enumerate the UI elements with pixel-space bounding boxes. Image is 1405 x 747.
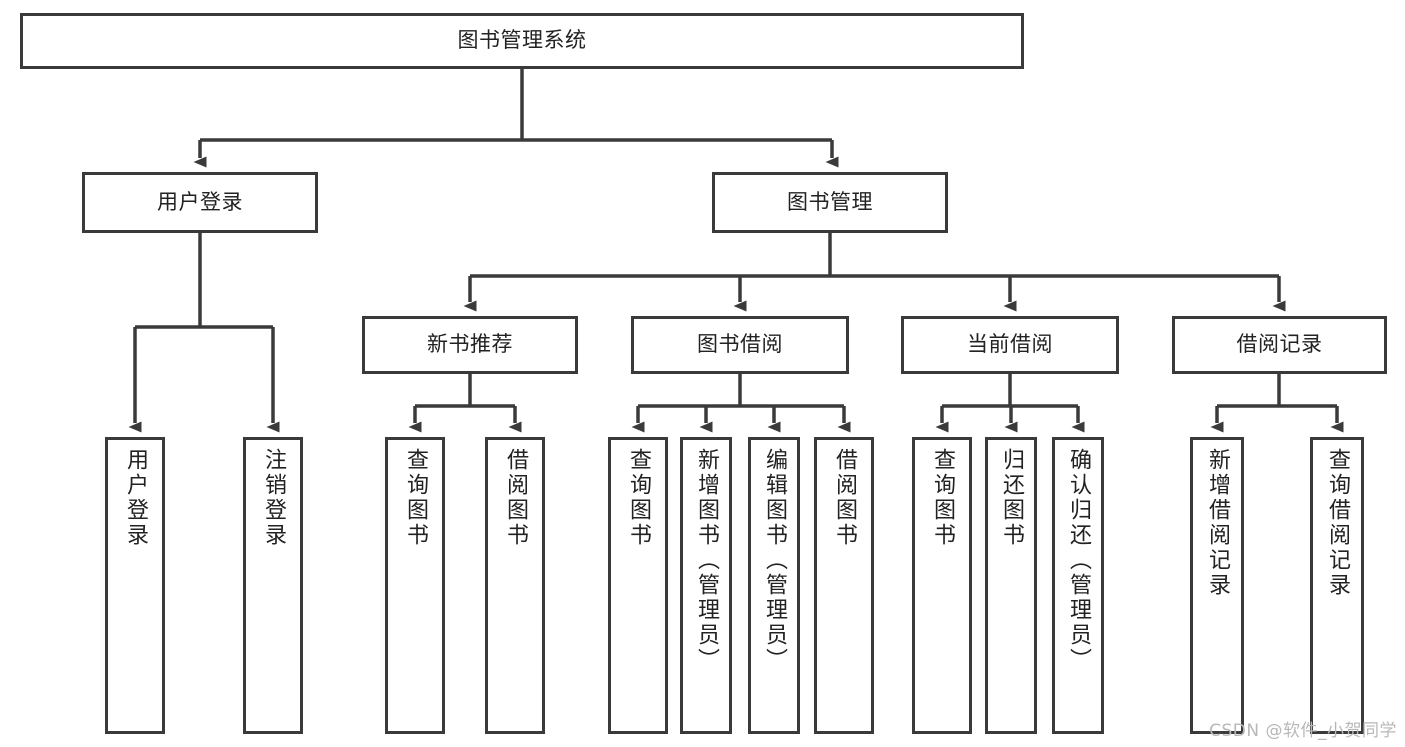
node-leaf-query-book-3-label: 查询图书 — [930, 448, 955, 548]
node-leaf-query-book-1-label: 查询图书 — [403, 448, 428, 548]
node-leaf-add-record-label: 新增借阅记录 — [1205, 448, 1230, 598]
node-leaf-borrow-book-1[interactable]: 借阅图书 — [485, 437, 545, 734]
node-root-label: 图书管理系统 — [457, 28, 587, 53]
node-book-manage-label: 图书管理 — [787, 189, 873, 214]
node-leaf-query-record[interactable]: 查询借阅记录 — [1310, 437, 1364, 734]
node-leaf-user-login-label: 用户登录 — [123, 448, 148, 548]
node-leaf-confirm-return[interactable]: 确认归还（管理员） — [1052, 437, 1104, 734]
node-current-borrow[interactable]: 当前借阅 — [901, 316, 1119, 374]
node-leaf-confirm-return-label: 确认归还（管理员） — [1066, 448, 1091, 673]
node-user-login[interactable]: 用户登录 — [82, 172, 318, 233]
node-leaf-borrow-book-2[interactable]: 借阅图书 — [814, 437, 874, 734]
node-user-login-label: 用户登录 — [157, 189, 243, 214]
node-borrow-record[interactable]: 借阅记录 — [1172, 316, 1387, 374]
node-leaf-borrow-book-1-label: 借阅图书 — [503, 448, 528, 548]
node-leaf-return-book-label: 归还图书 — [999, 448, 1024, 548]
node-leaf-query-book-2-label: 查询图书 — [626, 448, 651, 548]
node-leaf-add-book[interactable]: 新增图书（管理员） — [680, 437, 732, 734]
node-leaf-query-book-1[interactable]: 查询图书 — [385, 437, 445, 734]
node-leaf-user-login[interactable]: 用户登录 — [105, 437, 165, 734]
node-leaf-borrow-book-2-label: 借阅图书 — [832, 448, 857, 548]
node-leaf-edit-book[interactable]: 编辑图书（管理员） — [748, 437, 800, 734]
node-leaf-return-book[interactable]: 归还图书 — [985, 437, 1037, 734]
node-leaf-query-book-3[interactable]: 查询图书 — [912, 437, 972, 734]
node-leaf-query-book-2[interactable]: 查询图书 — [608, 437, 668, 734]
node-leaf-edit-book-label: 编辑图书（管理员） — [762, 448, 787, 673]
node-new-book-rec-label: 新书推荐 — [427, 332, 513, 357]
node-leaf-add-record[interactable]: 新增借阅记录 — [1190, 437, 1244, 734]
node-leaf-logout[interactable]: 注销登录 — [243, 437, 303, 734]
node-leaf-query-record-label: 查询借阅记录 — [1325, 448, 1350, 598]
node-book-borrow-label: 图书借阅 — [697, 332, 783, 357]
node-current-borrow-label: 当前借阅 — [967, 332, 1053, 357]
node-root[interactable]: 图书管理系统 — [20, 13, 1024, 69]
csdn-watermark: CSDN @软件_小贺同学 — [1209, 721, 1397, 741]
node-leaf-logout-label: 注销登录 — [261, 448, 286, 548]
node-book-manage[interactable]: 图书管理 — [712, 172, 948, 233]
node-book-borrow[interactable]: 图书借阅 — [631, 316, 849, 374]
node-leaf-add-book-label: 新增图书（管理员） — [694, 448, 719, 673]
node-new-book-rec[interactable]: 新书推荐 — [362, 316, 578, 374]
node-borrow-record-label: 借阅记录 — [1236, 332, 1323, 357]
